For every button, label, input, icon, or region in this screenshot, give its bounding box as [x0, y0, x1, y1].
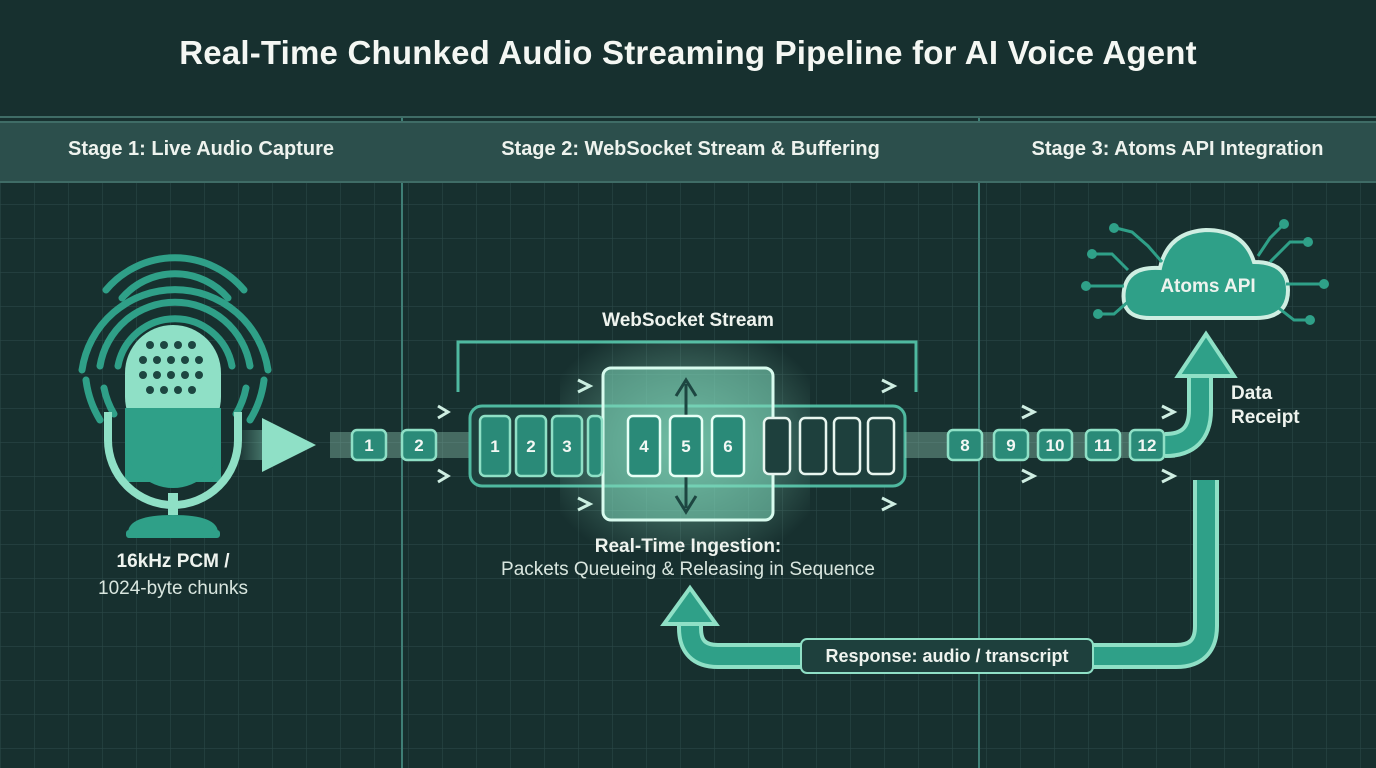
packet-releasing: 4 — [626, 414, 662, 478]
packet-number: 6 — [723, 437, 732, 456]
audio-format-line1: 16kHz PCM / — [116, 551, 230, 572]
packet-buffered — [586, 414, 604, 478]
packet-outgoing: 10 — [1036, 428, 1074, 462]
packet-number: 2 — [526, 437, 535, 456]
ingestion-title: Real-Time Ingestion: — [594, 536, 782, 557]
packet-number: 10 — [1046, 436, 1065, 455]
empty-buffer-slot — [832, 416, 862, 476]
packet-number: 9 — [1006, 436, 1015, 455]
packet-outgoing: 8 — [946, 428, 984, 462]
stage-1-label: Stage 1: Live Audio Capture — [68, 138, 334, 160]
packet-number: 1 — [490, 437, 499, 456]
audio-format-line2: 1024-byte chunks — [98, 578, 248, 599]
packet-outgoing: 11 — [1084, 428, 1122, 462]
response-label: Response: audio / transcript — [825, 646, 1069, 666]
empty-buffer-slot — [798, 416, 828, 476]
websocket-label: WebSocket Stream — [602, 310, 774, 331]
receipt-arrow — [1164, 330, 1238, 458]
microphone-icon — [78, 254, 272, 538]
packet-outgoing: 12 — [1128, 428, 1166, 462]
packet-number: 5 — [681, 437, 690, 456]
capture-arrow — [236, 418, 316, 472]
packet-releasing: 5 — [668, 414, 704, 478]
ingestion-description: Packets Queueing & Releasing in Sequence — [501, 559, 875, 580]
packet-number: 8 — [960, 436, 969, 455]
packet-number: 3 — [562, 437, 571, 456]
data-receipt-line2: Receipt — [1231, 407, 1300, 428]
packet-incoming: 1 — [350, 428, 388, 462]
title-band — [0, 0, 1376, 118]
incoming-flow-lines — [330, 404, 451, 484]
empty-buffer-slot — [762, 416, 792, 476]
page-title: Real-Time Chunked Audio Streaming Pipeli… — [179, 34, 1197, 71]
response-arrow — [660, 480, 1219, 674]
packet-number: 11 — [1094, 436, 1112, 455]
outgoing-flow-lines — [935, 404, 1178, 484]
empty-buffer-slot — [866, 416, 896, 476]
packet-buffered: 1 — [478, 414, 512, 478]
packet-number: 2 — [414, 436, 423, 455]
packet-releasing: 6 — [710, 414, 746, 478]
atoms-api-label: Atoms API — [1160, 276, 1256, 297]
packet-number: 12 — [1138, 436, 1157, 455]
stage-3-label: Stage 3: Atoms API Integration — [1031, 138, 1324, 160]
cloud-icon — [1081, 219, 1329, 325]
packet-number: 1 — [364, 436, 373, 455]
packet-buffered: 2 — [514, 414, 548, 478]
packet-outgoing: 9 — [992, 428, 1030, 462]
stage-2-label: Stage 2: WebSocket Stream & Buffering — [501, 138, 880, 160]
stage-header-bar — [0, 121, 1376, 183]
data-receipt-line1: Data — [1231, 383, 1273, 404]
packet-incoming: 2 — [400, 428, 438, 462]
packet-number: 4 — [639, 437, 649, 456]
packet-buffered: 3 — [550, 414, 584, 478]
